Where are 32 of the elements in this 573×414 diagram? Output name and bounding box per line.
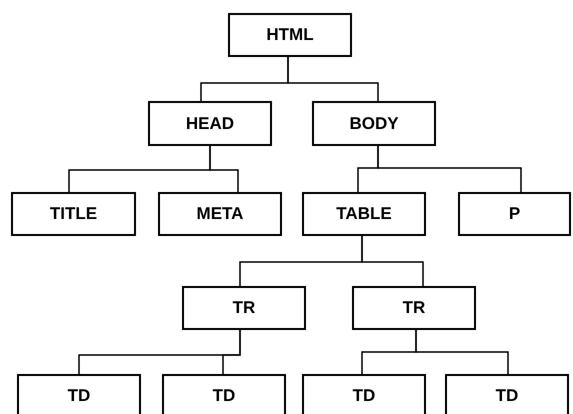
element-box xyxy=(312,101,436,146)
tag-label: TR xyxy=(402,298,426,318)
tag-label: TITLE xyxy=(50,204,98,224)
element-box xyxy=(182,286,306,330)
element-box xyxy=(228,13,352,57)
element-box xyxy=(158,192,282,236)
tag-label: HTML xyxy=(266,25,314,45)
tag-label: P xyxy=(508,204,520,224)
tag-label: TD xyxy=(352,386,376,406)
tag-label: TD xyxy=(496,386,518,406)
tree-connector xyxy=(415,330,509,374)
tree-connector xyxy=(287,57,379,101)
element-box xyxy=(17,374,141,414)
tag-label: TD xyxy=(212,386,236,406)
element-box xyxy=(302,192,426,236)
element-box xyxy=(148,101,272,146)
tree-connector xyxy=(222,330,241,374)
element-box xyxy=(11,192,136,236)
element-box xyxy=(302,374,426,414)
tree-connector xyxy=(377,146,522,192)
tag-label: TD xyxy=(68,386,90,406)
tag-label: HEAD xyxy=(186,114,234,134)
tag-label: TABLE xyxy=(336,204,392,224)
tree-connector xyxy=(361,236,424,286)
element-box xyxy=(445,374,569,414)
tag-label: META xyxy=(196,204,244,224)
element-box xyxy=(162,374,286,414)
element-box xyxy=(352,286,476,330)
tag-label: BODY xyxy=(349,114,399,134)
element-box xyxy=(458,192,571,236)
tag-label: TR xyxy=(232,298,256,318)
tree-connector xyxy=(209,146,239,192)
